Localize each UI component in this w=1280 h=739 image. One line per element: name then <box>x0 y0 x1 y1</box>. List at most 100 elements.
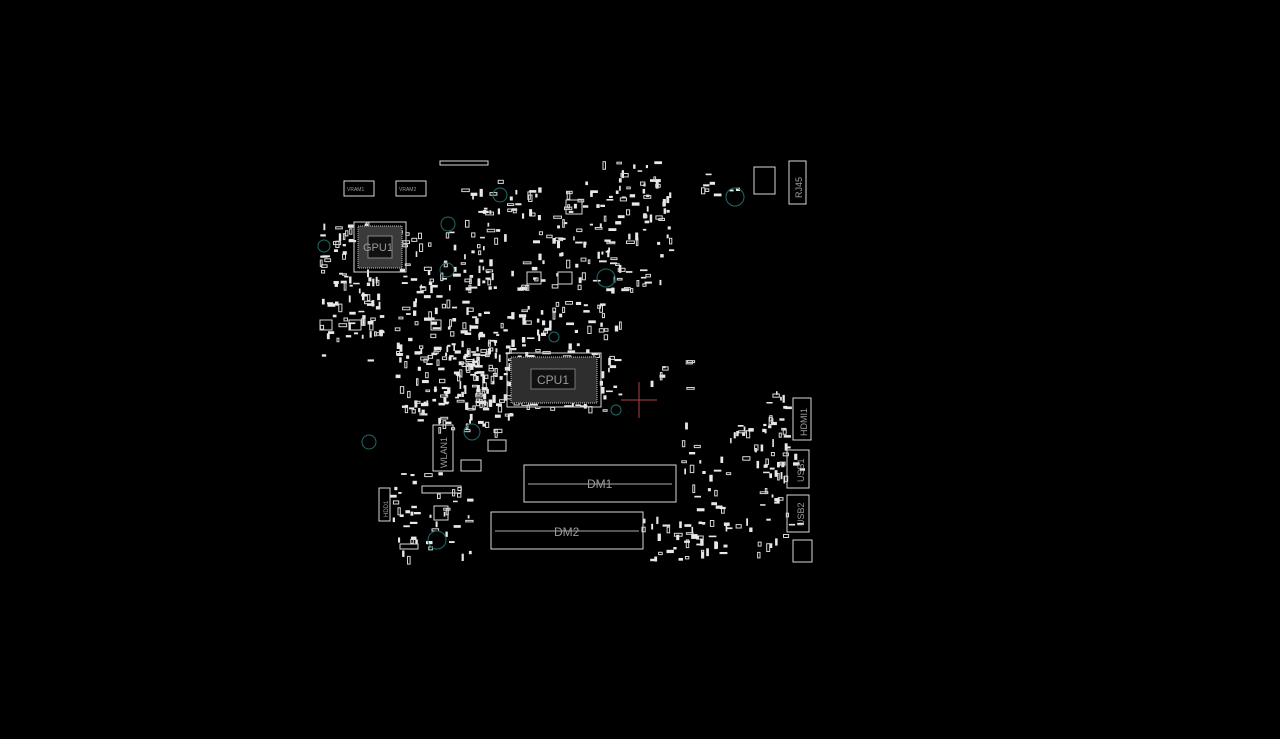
smd-pad <box>413 310 417 316</box>
smd-pad <box>640 181 646 186</box>
smd-pad <box>617 215 625 219</box>
smd-pad <box>515 189 518 195</box>
smd-pad <box>666 209 670 213</box>
smd-pad <box>684 524 692 527</box>
smd-pad <box>415 539 418 545</box>
smd-pad <box>453 244 457 251</box>
smd-pad <box>588 406 593 414</box>
smd-pad <box>469 286 478 289</box>
smd-pad <box>320 234 326 237</box>
smd-pad <box>574 329 578 333</box>
smd-pad <box>321 354 327 357</box>
smd-pad <box>480 373 485 377</box>
smd-pad <box>606 288 614 292</box>
smd-pad <box>404 361 408 369</box>
smd-pad <box>696 543 703 546</box>
smd-pad <box>563 222 568 225</box>
smd-pad <box>511 270 514 277</box>
smd-pad <box>348 322 356 325</box>
wlan-component[interactable]: WLAN1 <box>432 424 454 472</box>
smd-pad <box>726 527 733 530</box>
smd-pad <box>772 439 774 448</box>
smd-pad <box>399 386 405 394</box>
smd-pad <box>453 344 455 351</box>
smd-pad <box>470 373 476 376</box>
smd-pad <box>496 229 501 232</box>
smd-pad <box>447 387 451 393</box>
smd-pad <box>487 279 492 286</box>
smd-pad <box>509 196 513 201</box>
fan-connector[interactable] <box>421 485 462 494</box>
smd-pad <box>703 184 710 187</box>
smd-pad <box>540 310 544 315</box>
smd-pad <box>529 403 538 406</box>
smd-pad <box>436 359 440 366</box>
smd-pad <box>769 473 772 479</box>
smd-pad <box>601 387 605 394</box>
smd-pad <box>533 277 537 280</box>
smd-pad <box>626 240 635 244</box>
smd-pad <box>667 226 671 230</box>
mounting-hole <box>427 530 447 550</box>
vram1-component[interactable]: VRAM1 <box>343 180 375 197</box>
smd-pad <box>412 480 417 485</box>
smd-pad <box>654 556 658 562</box>
smd-pad <box>709 181 715 185</box>
smd-pad <box>403 525 410 528</box>
smd-pad <box>651 523 654 530</box>
smd-pad <box>354 332 359 335</box>
smd-pad <box>432 398 437 402</box>
small-ic-2 <box>487 439 507 452</box>
smd-pad <box>397 507 401 516</box>
dc-jack[interactable] <box>792 539 813 563</box>
smd-pad <box>511 312 515 320</box>
hdd-label: HDD1 <box>384 500 390 517</box>
smd-pad <box>486 228 496 233</box>
vram2-component[interactable]: VRAM2 <box>395 180 427 197</box>
dimm2-label: DM2 <box>554 525 580 539</box>
smd-pad <box>414 400 421 404</box>
top-flex-connector[interactable] <box>439 160 489 166</box>
wlan-label: WLAN1 <box>439 437 449 468</box>
smd-pad <box>586 349 590 353</box>
dimm1-component[interactable]: DM1 <box>523 464 677 503</box>
smd-pad <box>749 527 753 532</box>
smd-pad <box>583 403 587 409</box>
smd-pad <box>419 345 424 349</box>
gpu-component[interactable]: GPU1 <box>353 221 407 273</box>
usb1-connector[interactable]: USB1 <box>786 449 810 489</box>
smd-pad <box>479 188 483 197</box>
smd-pad <box>372 278 375 287</box>
smd-pad <box>618 178 622 183</box>
smd-pad <box>410 278 418 281</box>
smd-pad <box>328 331 335 334</box>
smd-pad <box>782 428 787 435</box>
rj45-connector[interactable]: RJ45 <box>788 160 807 205</box>
smd-pad <box>715 505 723 509</box>
smd-pad <box>420 286 427 291</box>
smd-pad <box>678 558 683 561</box>
smd-pad <box>505 345 511 349</box>
bottom-connector[interactable] <box>399 543 419 550</box>
small-ic <box>460 459 482 472</box>
smd-pad <box>633 164 636 169</box>
smd-pad <box>531 266 538 271</box>
smd-pad <box>470 192 478 196</box>
smd-pad <box>603 395 607 400</box>
smd-pad <box>394 486 398 491</box>
hdd-connector[interactable]: HDD1 <box>378 487 391 522</box>
smd-pad <box>618 393 623 396</box>
dimm2-component[interactable]: DM2 <box>490 511 644 550</box>
usb2-connector[interactable]: USB2 <box>786 494 810 533</box>
small-ic-7 <box>565 199 583 215</box>
cpu-component[interactable]: CPU1 <box>506 352 602 408</box>
smd-pad <box>345 335 352 338</box>
hdmi-connector[interactable]: HDMI1 <box>792 397 812 441</box>
smd-pad <box>347 224 354 228</box>
mounting-hole <box>317 239 331 253</box>
smd-pad <box>327 302 334 305</box>
smd-pad <box>429 278 435 283</box>
hdmi-label: HDMI1 <box>799 408 809 436</box>
smd-pad <box>640 269 648 272</box>
